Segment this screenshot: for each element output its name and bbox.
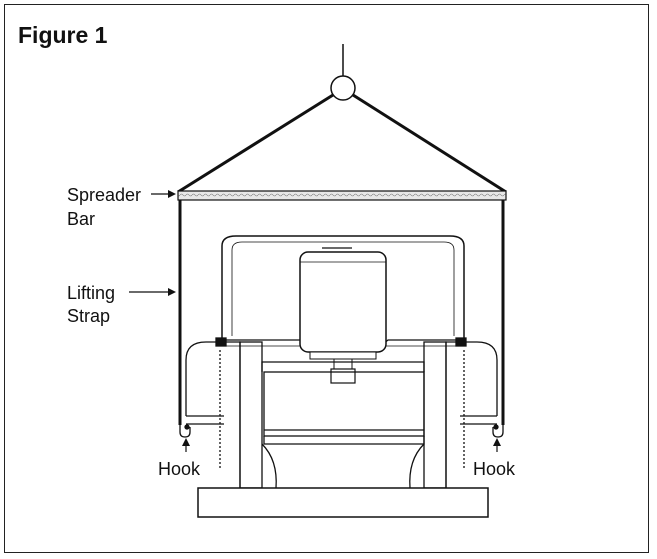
- lifting-ring: [330, 75, 356, 101]
- hook-left-icon: [179, 424, 191, 438]
- lifting-strap-arrow: [129, 288, 176, 296]
- spreader-bar-arrow: [151, 190, 176, 198]
- lifting-strap-label-line2: Strap: [67, 306, 111, 326]
- hook-left-label: Hook: [158, 459, 201, 479]
- hook-right-icon: [492, 424, 504, 438]
- fan-wheel-housing: [261, 361, 425, 489]
- hook-right-label: Hook: [473, 459, 516, 479]
- hook-left-arrow: [182, 438, 190, 452]
- spreader-bar: [177, 190, 507, 201]
- spreader-bar-label-line1: Spreader: [67, 185, 142, 205]
- sling-left: [177, 93, 334, 194]
- lifting-strap-label-line1: Lifting: [67, 283, 116, 303]
- spreader-bar-label-line2: Bar: [67, 209, 96, 229]
- hook-right-arrow: [493, 438, 501, 452]
- motor: [299, 247, 387, 384]
- sling-right: [352, 93, 507, 194]
- figure-title: Figure 1: [18, 22, 108, 48]
- base-plate: [197, 487, 489, 518]
